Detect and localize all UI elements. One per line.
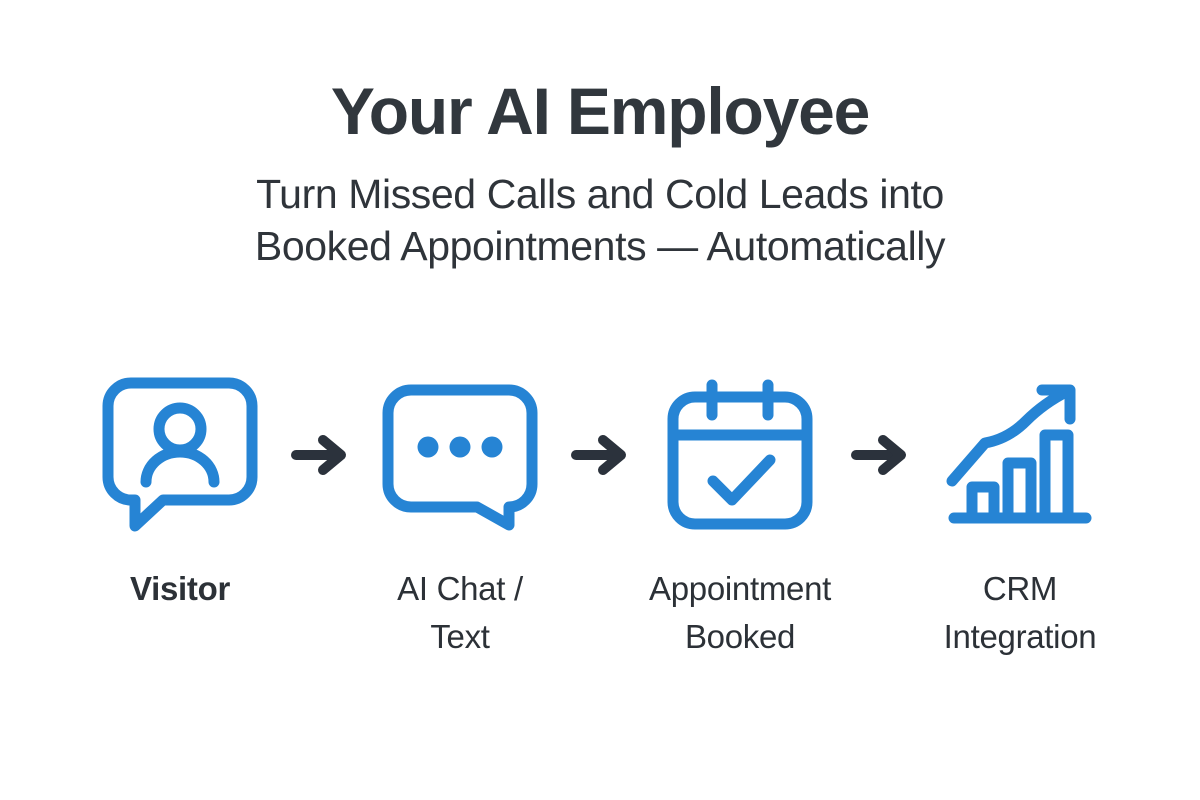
chart-bar-3 <box>1039 429 1074 524</box>
trend-line <box>946 385 1074 487</box>
chart-bar-1 <box>966 481 1000 524</box>
visitor-icon-box <box>100 372 260 537</box>
appointment-icon-box <box>660 372 820 537</box>
flow-step-visitor: Visitor <box>86 372 274 613</box>
flow-step-crm: CRM Integration <box>926 372 1114 661</box>
arrow-right-icon <box>291 434 346 475</box>
trend-arrow-head <box>1036 384 1076 425</box>
typing-dots <box>417 436 503 458</box>
page-title: Your AI Employee <box>330 74 870 148</box>
flow-step-appointment: Appointment Booked <box>646 372 834 661</box>
crm-icon-box <box>940 372 1100 537</box>
subtitle-line-2: Booked Appointments — Automatically <box>254 223 946 270</box>
flow-step-label: Appointment Booked <box>649 570 831 655</box>
growth-chart-arrow-icon <box>946 384 1092 524</box>
check-mark <box>707 454 776 506</box>
hero-header: Your AI Employee Turn Missed Calls and C… <box>0 78 1200 273</box>
flow-step-label: Visitor <box>130 570 230 607</box>
calendar-check-icon <box>667 379 813 530</box>
chart-bar-2 <box>1002 457 1037 524</box>
chat-bubble-dots-icon <box>382 384 538 531</box>
flow-step-label: AI Chat / Text <box>397 570 523 655</box>
speech-bubble-person-icon <box>102 377 258 532</box>
page-subtitle: Turn Missed Calls and Cold Leads into Bo… <box>0 144 1200 273</box>
subtitle-line-1: Turn Missed Calls and Cold Leads into <box>256 171 944 217</box>
flow-arrow-3 <box>834 372 926 537</box>
arrow-right-icon <box>851 434 906 475</box>
flow-arrow-2 <box>554 372 646 537</box>
flow-step-label: CRM Integration <box>943 570 1097 655</box>
process-flow: Visitor <box>0 372 1200 661</box>
arrow-right-icon <box>571 434 626 475</box>
ai-chat-icon-box <box>380 372 540 537</box>
flow-arrow-1 <box>274 372 366 537</box>
flow-step-ai-chat: AI Chat / Text <box>366 372 554 661</box>
